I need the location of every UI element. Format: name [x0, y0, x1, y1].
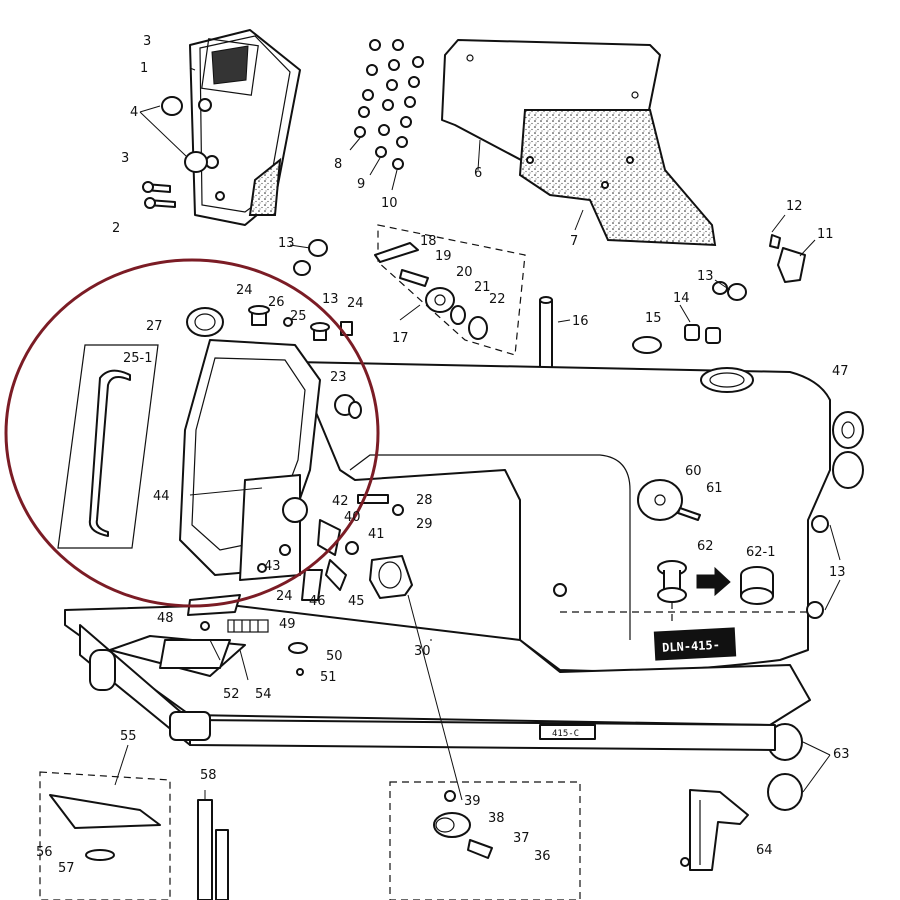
- part-label: 51: [320, 670, 337, 685]
- part-label: 25-1: [123, 351, 153, 366]
- part-label: 13: [697, 269, 714, 284]
- shafts-58: [197, 790, 229, 900]
- part-label: 57: [58, 861, 75, 876]
- part-label: 21: [474, 280, 491, 295]
- bracket-11-12: [769, 214, 816, 283]
- part-label: 58: [200, 768, 217, 783]
- part-label: 44: [153, 489, 170, 504]
- part-label: 2: [112, 221, 120, 236]
- part-label: 26: [268, 295, 285, 310]
- part-label: 15: [645, 311, 662, 326]
- part-label: 50: [326, 649, 343, 664]
- part-label: 19: [435, 249, 452, 264]
- part-label: 38: [488, 811, 505, 826]
- part-label: 52: [223, 687, 240, 702]
- part-label: 12: [786, 199, 803, 214]
- part-label: 4: [130, 105, 138, 120]
- part-label: 3: [143, 34, 151, 49]
- part-label: 27: [146, 319, 163, 334]
- part-label: 13: [829, 565, 846, 580]
- hook-assembly-30: [369, 555, 463, 801]
- right-side-parts: [767, 411, 864, 811]
- bobbin-62: [657, 560, 774, 625]
- stud-16: [539, 296, 571, 373]
- screws-13-top: [289, 239, 747, 301]
- model-plate: DLN-415-: [662, 638, 720, 655]
- part-label: 24: [236, 283, 253, 298]
- part-label: 14: [673, 291, 690, 306]
- part-label: 62: [697, 539, 714, 554]
- part-label: 9: [357, 177, 365, 192]
- part-label: 16: [572, 314, 589, 329]
- machine-bed: [64, 594, 811, 751]
- part-label: 43: [264, 559, 281, 574]
- part-label: 45: [348, 594, 365, 609]
- screw-columns: [349, 39, 424, 191]
- part-label: 40: [344, 510, 361, 525]
- part-label: 41: [368, 527, 385, 542]
- machine-arm: [294, 361, 831, 673]
- part-label: 56: [36, 845, 53, 860]
- part-label: 24: [347, 296, 364, 311]
- bracket-64: [680, 789, 749, 871]
- bed-plate: 415-C: [552, 729, 579, 739]
- part-label: 17: [392, 331, 409, 346]
- part-label: 49: [279, 617, 296, 632]
- part-label: 64: [756, 843, 773, 858]
- part-label: 1: [140, 61, 148, 76]
- part-label: 24: [276, 589, 293, 604]
- part-label: 46: [309, 594, 326, 609]
- part-label: 30: [414, 644, 431, 659]
- part-label: 54: [255, 687, 272, 702]
- part-label: 48: [157, 611, 174, 626]
- part-label: 37: [513, 831, 530, 846]
- part-label: 10: [381, 196, 398, 211]
- part-label: 11: [817, 227, 834, 242]
- part-label: 63: [833, 747, 850, 762]
- part-label: 13: [278, 236, 295, 251]
- part-label: 8: [334, 157, 342, 172]
- bobbin-case-box-55: [39, 744, 171, 900]
- part-label: 22: [489, 292, 506, 307]
- part-label: 29: [416, 517, 433, 532]
- hook-parts-box: [389, 781, 581, 900]
- part-label: 23: [330, 370, 347, 385]
- part-label: 13: [322, 292, 339, 307]
- part-label: 60: [685, 464, 702, 479]
- highlight-circle: [4, 258, 380, 608]
- part-label: 18: [420, 234, 437, 249]
- part-label: 25: [290, 309, 307, 324]
- part-labels: 1 2 3 3 4 6 7 8 9 10 11 12 13 13 13 13 1…: [36, 34, 850, 876]
- part-label: 42: [332, 494, 349, 509]
- face-cover-group: [139, 29, 301, 226]
- part-label: 7: [570, 234, 578, 249]
- part-label: 28: [416, 493, 433, 508]
- part-label: 61: [706, 481, 723, 496]
- part-label: 20: [456, 265, 473, 280]
- face-plate-assembly: [57, 305, 404, 601]
- part-label: 62-1: [746, 545, 776, 560]
- top-cover-plates: [441, 39, 717, 247]
- part-label: 55: [120, 729, 137, 744]
- bed-small-parts: [200, 619, 308, 681]
- caps-14-15: [632, 304, 721, 379]
- part-label: 47: [832, 364, 849, 379]
- part-label: 39: [464, 794, 481, 809]
- part-label: 6: [474, 166, 482, 181]
- part-label: 3: [121, 151, 129, 166]
- part-label: 36: [534, 849, 551, 864]
